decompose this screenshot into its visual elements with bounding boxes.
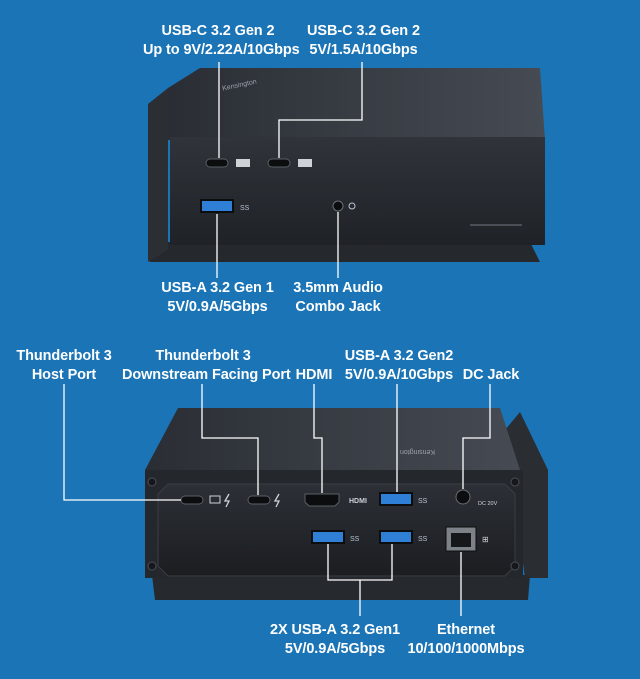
- front-stand-base: [150, 242, 540, 262]
- front-usbc-port-left: [205, 158, 229, 168]
- tb-host-port: [180, 495, 204, 505]
- thunderbolt-icon-2: [273, 493, 281, 508]
- callout-usbc-left-spec: Up to 9V/2.22A/10Gbps: [143, 42, 300, 58]
- front-usbc-port-right: [267, 158, 291, 168]
- callout-usba-gen2: USB-A 3.2 Gen2 5V/0.9A/10Gbps: [340, 347, 458, 385]
- callout-line-usbc-right: [278, 62, 363, 158]
- callout-audio-spec: Combo Jack: [295, 299, 381, 315]
- front-usba-port: [200, 199, 234, 213]
- callout-line-tb-down: [201, 384, 259, 495]
- callout-hdmi: HDMI: [289, 366, 339, 385]
- dc-mark: DC 20V: [478, 501, 498, 507]
- laptop-icon: [209, 495, 221, 504]
- rear-stand-side: [505, 412, 548, 578]
- callout-tb-down-title: Thunderbolt 3: [155, 348, 251, 364]
- screw-bottom-right: [510, 561, 520, 571]
- callout-line-hdmi: [313, 384, 323, 493]
- network-icon: ⊞: [482, 535, 489, 544]
- callout-usba-2x-title: 2X USB-A 3.2 Gen1: [270, 622, 400, 638]
- callout-line-tb-host: [63, 384, 181, 501]
- front-usbc-icon-right: [298, 159, 312, 167]
- callout-usba-2x-spec: 5V/0.9A/5Gbps: [284, 641, 386, 657]
- screw-top-left: [147, 477, 157, 487]
- front-audio-jack: [332, 200, 344, 212]
- screw-top-right: [510, 477, 520, 487]
- usba-gen1-ss-mark-1: SS: [350, 536, 360, 543]
- usba-gen2-ss-mark: SS: [418, 498, 428, 505]
- rear-top-face: [145, 408, 520, 470]
- usba-gen1-ss-mark-2: SS: [418, 536, 428, 543]
- front-face: [170, 137, 545, 245]
- rear-brand-logo: Kensington: [400, 448, 436, 455]
- callout-dc-jack-title: DC Jack: [462, 367, 520, 383]
- callout-audio-title: 3.5mm Audio: [293, 280, 383, 296]
- callout-tb-host-title: Thunderbolt 3: [16, 348, 112, 364]
- callout-usbc-right-title: USB-C 3.2 Gen 2: [307, 23, 420, 39]
- callout-hdmi-title: HDMI: [295, 367, 333, 383]
- front-dock: SS: [148, 68, 545, 262]
- callout-usba-gen2-title: USB-A 3.2 Gen2: [344, 348, 454, 364]
- callout-audio: 3.5mm Audio Combo Jack: [288, 279, 388, 317]
- callout-tb-down-spec: Downstream Facing Port: [122, 367, 291, 383]
- rear-stand-base: [152, 575, 530, 600]
- callout-usba-front-spec: 5V/0.9A/5Gbps: [167, 299, 268, 315]
- usba-gen1-port-1: [311, 530, 345, 544]
- callout-usbc-left: USB-C 3.2 Gen 2 Up to 9V/2.22A/10Gbps: [143, 22, 300, 60]
- callout-ethernet-spec: 10/100/1000Mbps: [407, 641, 525, 657]
- callout-usbc-left-title: USB-C 3.2 Gen 2: [161, 23, 275, 39]
- hdmi-mark: HDMI: [349, 498, 367, 505]
- dc-jack-port: [455, 489, 471, 505]
- hdmi-port: [304, 493, 340, 507]
- headset-icon: [348, 202, 356, 210]
- callout-usbc-right-spec: 5V/1.5A/10Gbps: [309, 42, 418, 58]
- callout-usba-gen2-spec: 5V/0.9A/10Gbps: [344, 367, 454, 383]
- callout-dc-jack: DC Jack: [460, 366, 522, 385]
- ethernet-port-opening: [451, 533, 471, 547]
- screw-bottom-left: [147, 561, 157, 571]
- front-top-face: [168, 68, 545, 140]
- callout-usba-front-title: USB-A 3.2 Gen 1: [161, 280, 274, 296]
- callout-tb-host-spec: Host Port: [31, 367, 97, 383]
- callout-usba-front: USB-A 3.2 Gen 1 5V/0.9A/5Gbps: [155, 279, 280, 317]
- front-accent-line: [470, 224, 522, 226]
- callout-usba-2x: 2X USB-A 3.2 Gen1 5V/0.9A/5Gbps: [262, 621, 408, 659]
- rear-dock: HDMI SS DC 20V SS SS ⊞: [145, 408, 548, 600]
- callout-ethernet: Ethernet 10/100/1000Mbps: [404, 621, 528, 659]
- callout-tb-host: Thunderbolt 3 Host Port: [10, 347, 118, 385]
- front-usba-ss-mark: SS: [240, 205, 250, 212]
- rear-callout-lines: [63, 384, 491, 616]
- usba-gen2-port: [379, 492, 413, 506]
- front-usbc-icon-left: [236, 159, 250, 167]
- thunderbolt-icon-1: [223, 493, 231, 508]
- callout-tb-down: Thunderbolt 3 Downstream Facing Port: [122, 347, 291, 385]
- callout-ethernet-title: Ethernet: [436, 622, 495, 638]
- usba-gen1-port-2: [379, 530, 413, 544]
- front-stand-side: [148, 88, 168, 262]
- callout-usbc-right: USB-C 3.2 Gen 2 5V/1.5A/10Gbps: [296, 22, 431, 60]
- front-callout-lines: [216, 62, 363, 278]
- tb-downstream-port: [247, 495, 271, 505]
- callout-line-dc: [462, 384, 491, 489]
